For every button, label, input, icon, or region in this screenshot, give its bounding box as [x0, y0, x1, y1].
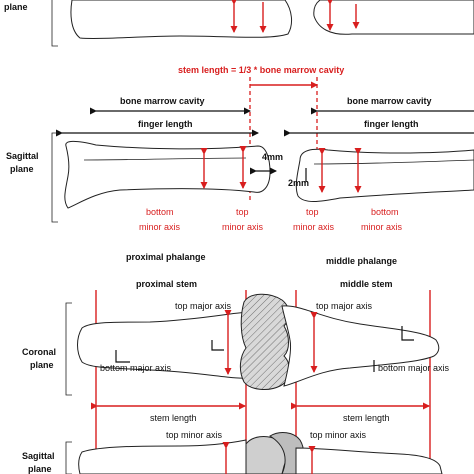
- proximal-stem-label: proximal stem: [136, 279, 197, 289]
- top-partial-panel: plane: [4, 0, 474, 47]
- middle-stem-label: middle stem: [340, 279, 393, 289]
- gap-2mm-label: 2mm: [288, 178, 309, 188]
- proximal-phalange-label: proximal phalange: [126, 252, 206, 262]
- stem-length-label-right: stem length: [343, 413, 390, 423]
- middle-phalange-label: middle phalange: [326, 256, 397, 266]
- top-label-1: top: [236, 207, 249, 217]
- top-major-label-left: top major axis: [175, 301, 232, 311]
- finger-length-label-right: finger length: [364, 119, 419, 129]
- sagittal-label-1: Sagittal: [6, 151, 39, 161]
- bottom-label-2: bottom: [371, 207, 399, 217]
- plane-label-top: plane: [4, 2, 28, 12]
- bone-marrow-label-right: bone marrow cavity: [347, 96, 432, 106]
- gap-4mm-label: 4mm: [262, 152, 283, 162]
- sagittal-panel: stem length = 1/3 * bone marrow cavity b…: [6, 65, 474, 232]
- bone-marrow-label-left: bone marrow cavity: [120, 96, 205, 106]
- bracket-sagittal-bottom: [65, 441, 72, 474]
- middle-stem-coronal: [281, 305, 440, 387]
- sagittal-bottom-label-2: plane: [28, 464, 52, 474]
- sagittal-bone-left: [64, 140, 271, 209]
- bracket-top: [51, 0, 58, 47]
- coronal-label-2: plane: [30, 360, 54, 370]
- top-label-2: top: [306, 207, 319, 217]
- bottom-major-label-right: bottom major axis: [378, 363, 450, 373]
- right-angle-mark: [115, 350, 130, 363]
- middle-stem-sagittal: [295, 447, 443, 474]
- bone-top-right: [313, 0, 474, 35]
- right-angle-mark: [401, 326, 414, 341]
- sagittal-bottom-label-1: Sagittal: [22, 451, 55, 461]
- cortex-line: [313, 159, 474, 165]
- top-minor-label-right: top minor axis: [310, 430, 367, 440]
- bone-top-left: [70, 0, 293, 40]
- bracket-coronal: [65, 302, 72, 396]
- bracket-sagittal: [51, 132, 58, 223]
- top-major-label-right: top major axis: [316, 301, 373, 311]
- minor-axis-label-1: minor axis: [139, 222, 181, 232]
- right-angle-mark: [211, 340, 224, 351]
- coronal-panel: proximal phalange proximal stem middle p…: [22, 252, 450, 474]
- minor-axis-label-2: minor axis: [222, 222, 264, 232]
- bottom-major-label-left: bottom major axis: [100, 363, 172, 373]
- bottom-label-1: bottom: [146, 207, 174, 217]
- stem-length-label-left: stem length: [150, 413, 197, 423]
- finger-length-label-left: finger length: [138, 119, 193, 129]
- stem-formula: stem length = 1/3 * bone marrow cavity: [178, 65, 344, 75]
- sagittal-label-2: plane: [10, 164, 34, 174]
- proximal-stem-sagittal: [78, 439, 247, 474]
- minor-axis-label-4: minor axis: [361, 222, 403, 232]
- sagittal-bone-right: [295, 148, 474, 202]
- cortex-line: [83, 157, 247, 161]
- top-minor-label-left: top minor axis: [166, 430, 223, 440]
- minor-axis-label-3: minor axis: [293, 222, 335, 232]
- coronal-label-1: Coronal: [22, 347, 56, 357]
